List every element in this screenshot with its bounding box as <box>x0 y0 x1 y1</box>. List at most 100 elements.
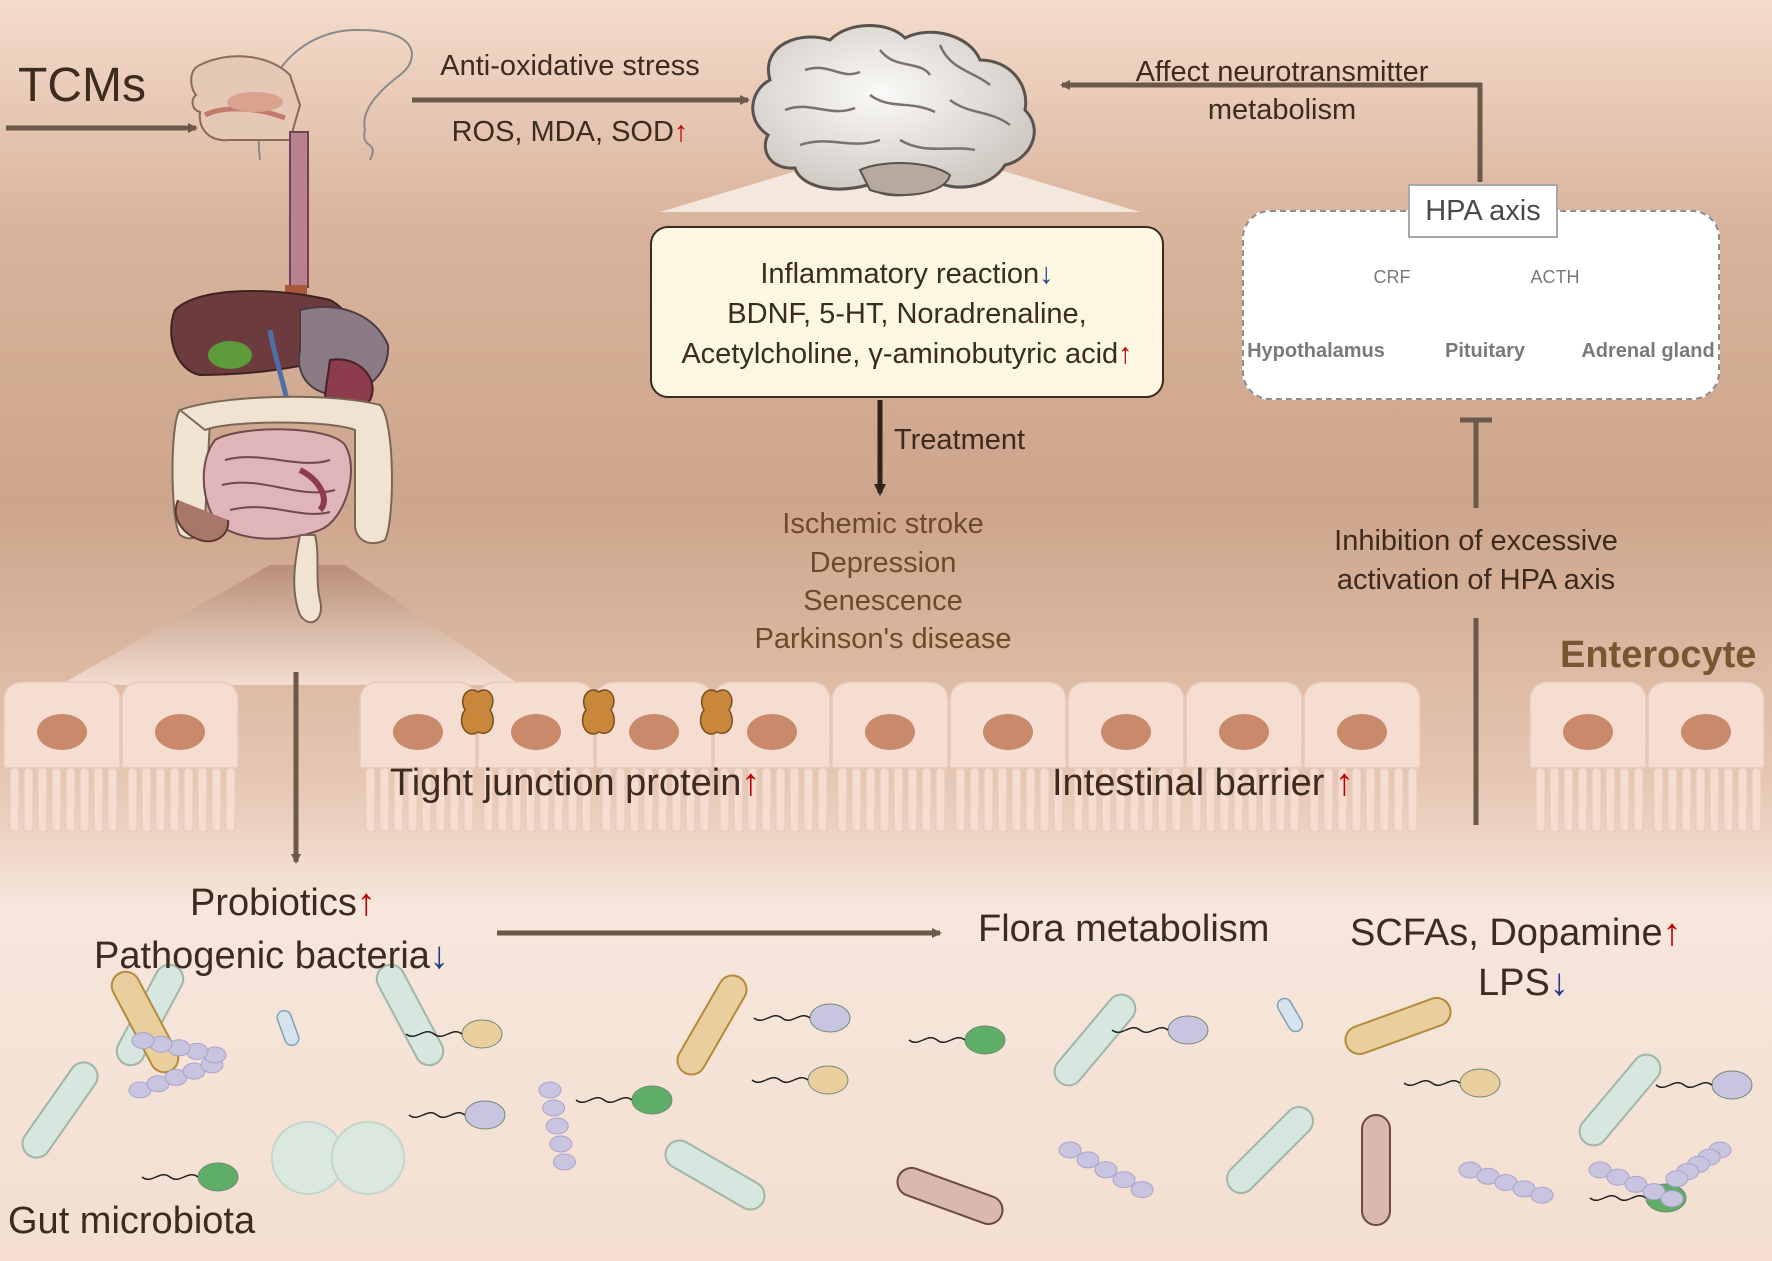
flagellated-bacterium <box>1111 1015 1209 1045</box>
cell-nucleus <box>747 714 797 750</box>
metabolites-label: SCFAs, Dopamine↑ <box>1350 912 1682 955</box>
gut-microbiota-label: Gut microbiota <box>8 1200 256 1242</box>
hypothalamus-label: Hypothalamus <box>1247 340 1385 362</box>
rod-bacterium <box>1053 993 1137 1087</box>
enterocyte-cell <box>595 681 713 833</box>
rod-bacterium <box>676 974 748 1076</box>
flagellated-bacterium <box>1655 1070 1753 1100</box>
tight-junction-protein-icons <box>460 689 733 735</box>
chain-bacterium <box>1588 1161 1684 1208</box>
rod-bacterium <box>21 1061 99 1159</box>
intestinal-barrier-trend-up: ↑ <box>1335 762 1355 804</box>
cell-nucleus <box>983 714 1033 750</box>
acth-label: ACTH <box>1530 267 1580 287</box>
cell-nucleus <box>393 714 443 750</box>
cell-nucleus <box>1337 714 1387 750</box>
metabolites-trend-up: ↑ <box>1662 912 1682 954</box>
adrenal-gland-label: Adrenal gland <box>1581 340 1715 362</box>
oxidative-markers-text: ROS, MDA, SOD <box>451 116 674 148</box>
cell-nucleus <box>1219 714 1269 750</box>
tcms-label: TCMs <box>18 59 146 112</box>
intestinal-barrier-label: Intestinal barrier ↑ <box>1052 762 1354 805</box>
intestinal-barrier-text: Intestinal barrier <box>1052 762 1336 804</box>
rod-bacterium <box>1344 996 1452 1056</box>
cell-nucleus <box>1681 714 1731 750</box>
lps-text: LPS <box>1478 962 1550 1004</box>
disease-depression: Depression <box>809 547 957 579</box>
enterocyte-layer <box>3 681 1765 833</box>
rod-bacterium <box>375 963 445 1067</box>
hpa-axis-title: HPA axis <box>1408 184 1558 238</box>
flagellated-bacterium <box>575 1085 673 1115</box>
pathogenic-bacteria-label: Pathogenic bacteria↓ <box>94 935 449 978</box>
gut-microbiota-bacteria <box>21 963 1753 1226</box>
digestive-organs <box>170 290 393 624</box>
flagellated-bacterium <box>408 1100 506 1130</box>
enterocyte-cell <box>713 681 831 833</box>
hpa-inhibition-line1: Inhibition of excessive <box>1334 525 1618 557</box>
probiotics-text: Probiotics <box>190 882 357 924</box>
chain-bacterium <box>538 1081 576 1171</box>
flagellated-bacterium <box>141 1162 239 1192</box>
flora-metabolism-label: Flora metabolism <box>978 908 1270 950</box>
neurotrophic-line: BDNF, 5-HT, Noradrenaline, <box>727 298 1087 330</box>
neurotransmitter-line: Acetylcholine, γ-aminobutyric acid↑ <box>652 338 1162 371</box>
small-rod-bacterium <box>1276 997 1304 1033</box>
oxidative-trend-up: ↑ <box>673 116 689 148</box>
inflammatory-trend-down: ↓ <box>1039 258 1054 290</box>
cell-nucleus <box>155 714 205 750</box>
inflammatory-line: Inflammatory reaction↓ <box>652 258 1162 291</box>
enterocyte-cell <box>1647 681 1765 833</box>
coccus-bacterium <box>331 1121 405 1195</box>
brain-icon <box>751 24 1036 197</box>
head-outline <box>257 28 413 161</box>
disease-ischemic-stroke: Ischemic stroke <box>782 508 984 540</box>
cell-nucleus <box>1101 714 1151 750</box>
cell-nucleus <box>37 714 87 750</box>
cell-nucleus <box>865 714 915 750</box>
enterocyte-cell <box>949 681 1067 833</box>
probiotics-label: Probiotics↑ <box>190 882 376 925</box>
chain-bacterium <box>1458 1161 1554 1204</box>
enterocyte-cell <box>1303 681 1421 833</box>
enterocyte-cell <box>1185 681 1303 833</box>
metabolites-text: SCFAs, Dopamine <box>1350 912 1663 954</box>
lps-label: LPS↓ <box>1478 962 1569 1005</box>
flagellated-bacterium <box>751 1065 849 1095</box>
disease-senescence: Senescence <box>803 585 963 617</box>
neurotransmitter-text: Acetylcholine, γ-aminobutyric acid <box>681 338 1119 370</box>
chain-bacterium <box>1058 1141 1154 1199</box>
neurotransmitter-effect-line2: metabolism <box>1207 94 1357 126</box>
pathogenic-trend-down: ↓ <box>429 935 449 977</box>
neurotransmitter-effect-line1: Affect neurotransmitter <box>1135 56 1429 88</box>
tight-junction-text: Tight junction protein <box>390 762 742 804</box>
rod-bacterium <box>1361 1114 1391 1226</box>
hpa-axis-panel <box>1242 210 1720 400</box>
neurotransmitter-trend-up: ↑ <box>1118 338 1133 370</box>
flagellated-bacterium <box>908 1025 1006 1055</box>
enterocyte-cell <box>121 681 239 833</box>
rod-bacterium <box>1578 1053 1662 1147</box>
rod-bacterium <box>664 1139 766 1211</box>
enterocyte-cell <box>359 681 477 833</box>
treatment-label: Treatment <box>894 424 1026 456</box>
rod-bacterium <box>1226 1106 1314 1194</box>
enterocyte-cell <box>1529 681 1647 833</box>
enterocyte-cell <box>477 681 595 833</box>
crf-label: CRF <box>1373 267 1411 287</box>
enterocyte-cell <box>3 681 121 833</box>
flagellated-bacterium <box>405 1019 503 1049</box>
small-rod-bacterium <box>276 1009 300 1047</box>
probiotics-trend-up: ↑ <box>356 882 376 924</box>
cell-nucleus <box>511 714 561 750</box>
gut-projection-cone <box>60 565 520 685</box>
enterocyte-cell <box>1067 681 1185 833</box>
flagellated-bacterium <box>1403 1068 1501 1098</box>
inflammatory-text: Inflammatory reaction <box>760 258 1040 290</box>
flagellated-bacterium <box>753 1003 851 1033</box>
cell-nucleus <box>629 714 679 750</box>
cell-nucleus <box>1563 714 1613 750</box>
anti-oxidative-title: Anti-oxidative stress <box>440 50 700 82</box>
